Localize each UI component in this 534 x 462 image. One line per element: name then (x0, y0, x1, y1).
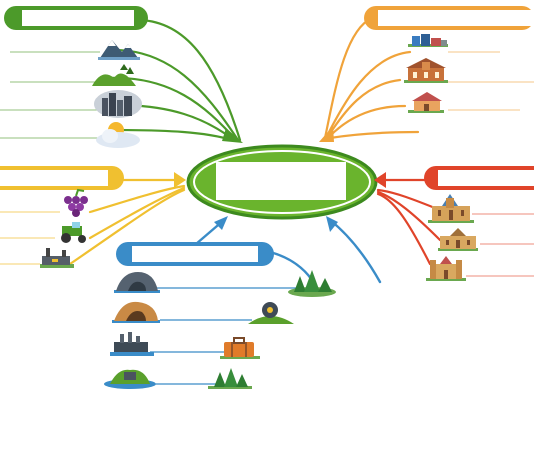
tractor-icon (61, 222, 86, 243)
cave-icon (114, 272, 160, 293)
city-buildings-icon (408, 34, 448, 47)
cathedral-icon (428, 194, 474, 223)
mountains-icon (98, 40, 140, 60)
factory-icon (40, 248, 74, 268)
rock-cave-icon (112, 301, 160, 323)
trees-icon (208, 368, 252, 389)
church-icon (438, 228, 478, 251)
branch-blue (104, 216, 382, 389)
green-hills-icon (92, 64, 136, 86)
central-topic[interactable] (186, 144, 378, 220)
grapes-icon (64, 188, 88, 217)
house-icon (408, 92, 444, 113)
sun-cloud-icon (96, 122, 140, 148)
branch-red (374, 166, 534, 281)
island-icon (104, 369, 156, 389)
townhall-icon (404, 58, 448, 83)
location-pin-icon (248, 302, 294, 324)
branch-green (0, 6, 243, 148)
forest-icon (288, 270, 336, 297)
branch-orange (319, 6, 534, 142)
branch-yellow (0, 166, 186, 268)
city-skyline-icon (94, 90, 142, 118)
harbor-ship-icon (110, 332, 154, 356)
suitcase-icon (220, 337, 260, 359)
castle-icon (426, 256, 466, 281)
